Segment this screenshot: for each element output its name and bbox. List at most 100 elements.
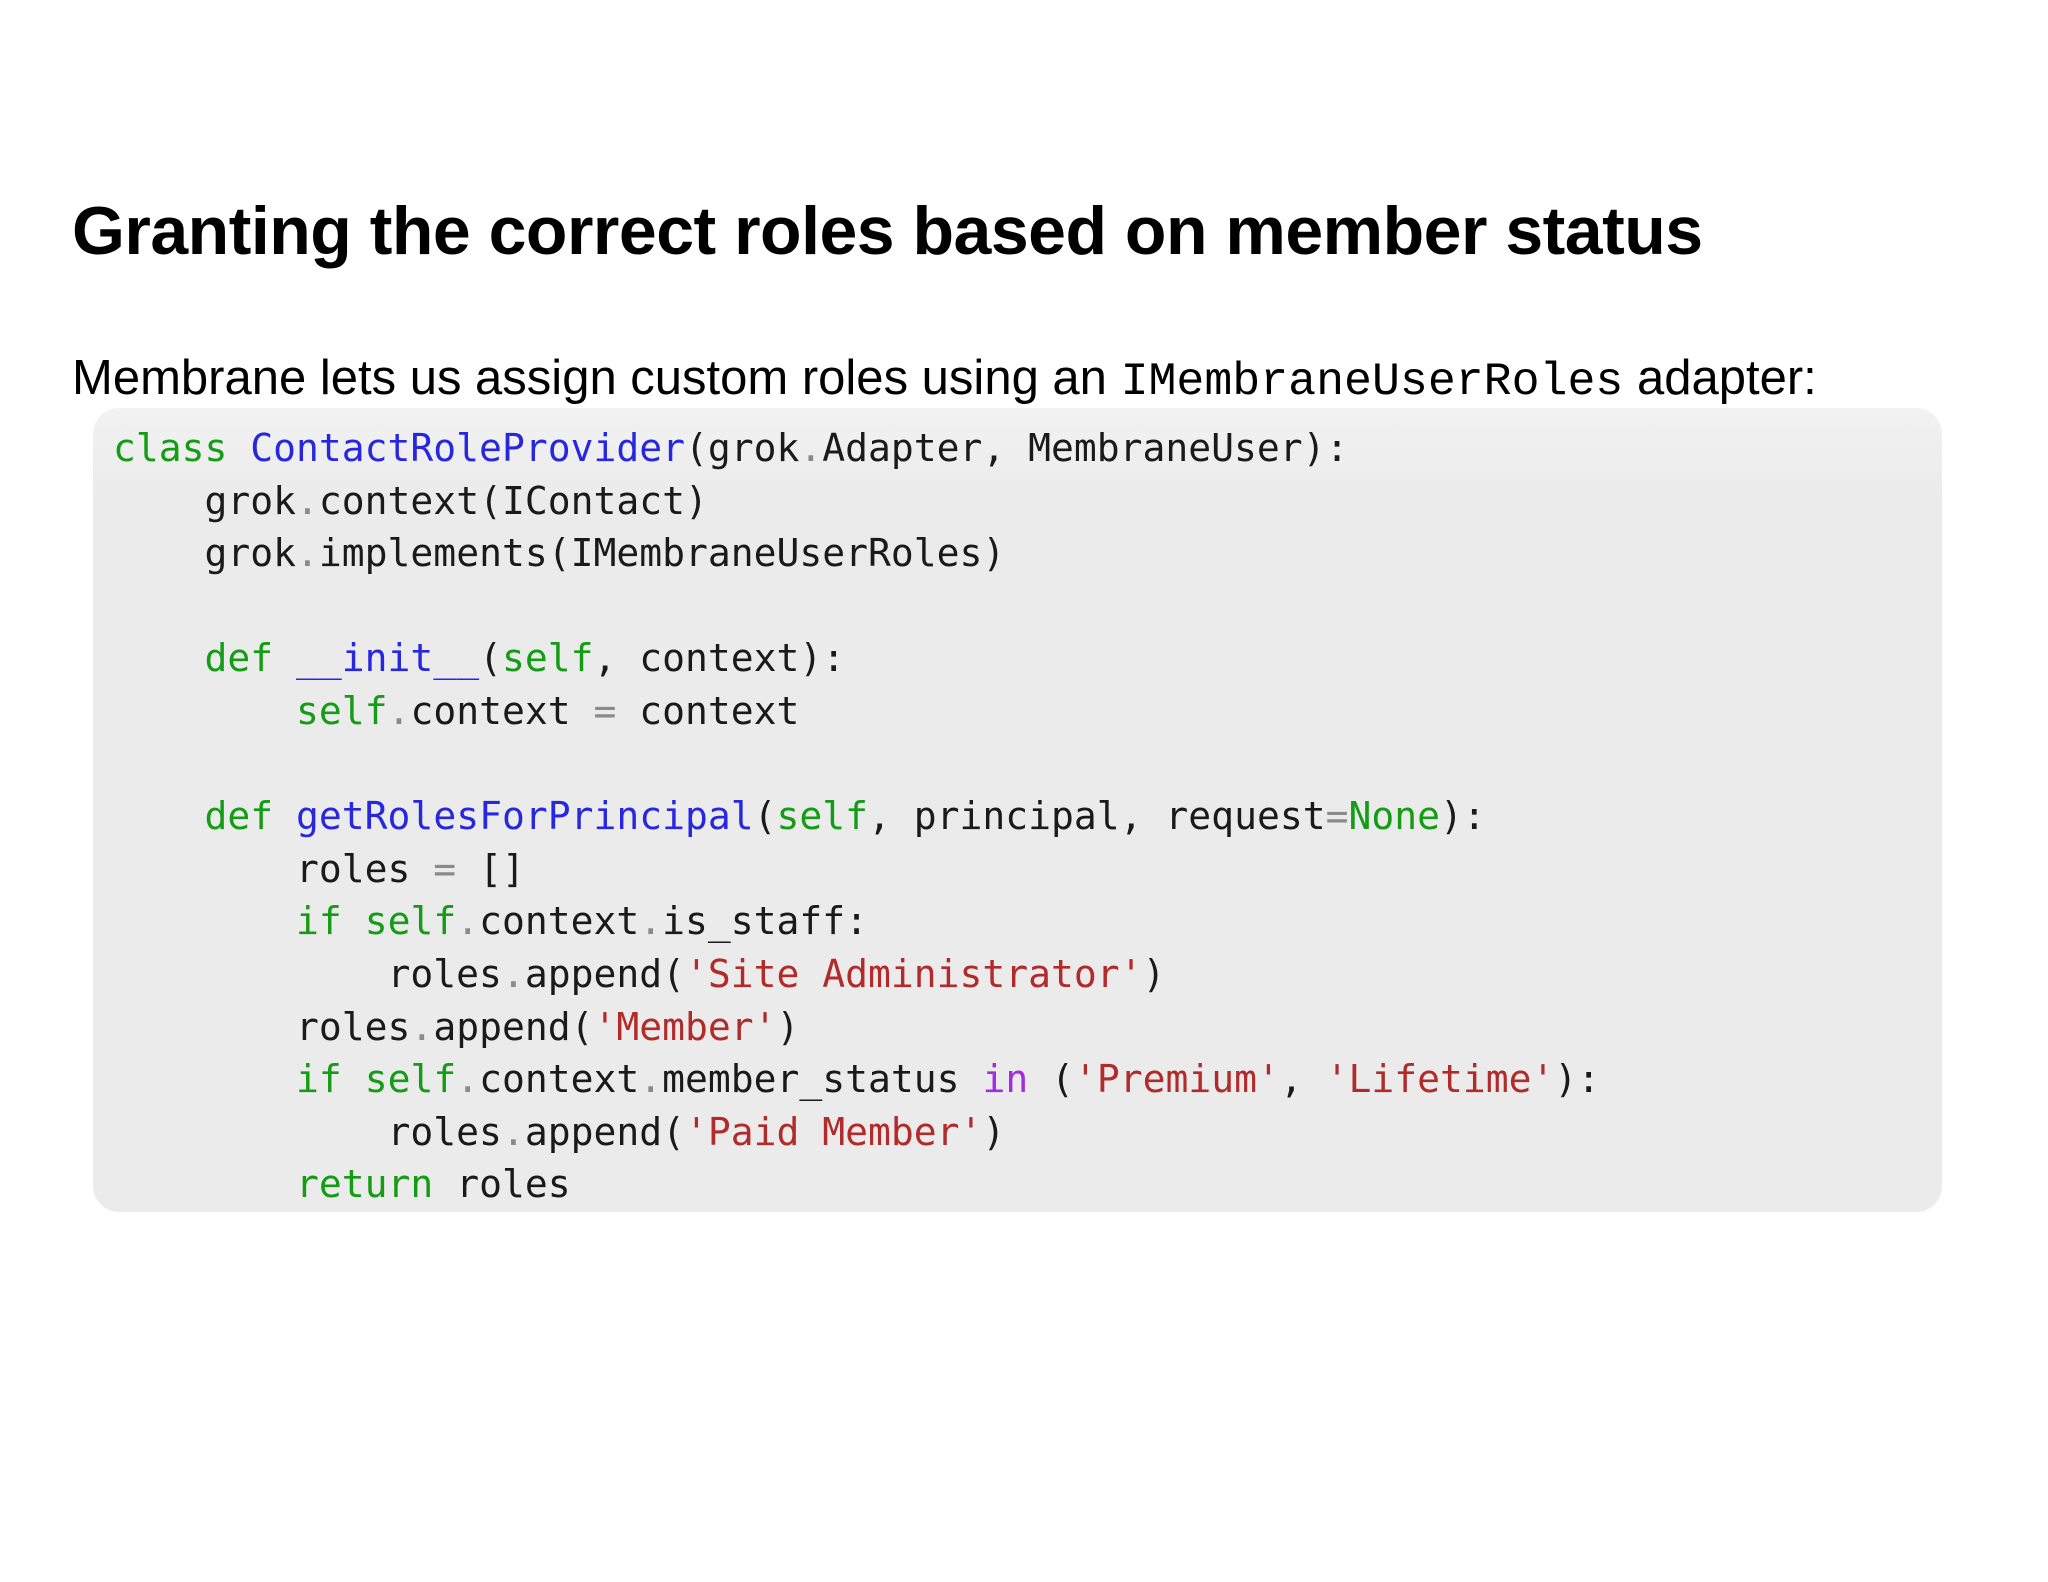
code-token: getRolesForPrincipal	[296, 794, 754, 839]
code-token: =	[433, 846, 457, 891]
code-token: is_staff:	[662, 899, 869, 944]
code-token: .	[501, 1109, 525, 1154]
code-token	[342, 1057, 365, 1101]
code-token	[113, 636, 205, 680]
code-token: .	[501, 951, 525, 996]
code-token: .	[639, 899, 663, 944]
code-token: .	[296, 531, 319, 576]
code-line: roles.append('Paid Member')	[113, 1106, 1922, 1159]
code-token: =	[593, 688, 617, 733]
code-token: def	[204, 636, 274, 681]
code-token: .	[456, 899, 480, 944]
code-token: if	[296, 899, 342, 944]
code-token: 'Site Administrator'	[684, 951, 1143, 996]
code-token: implements(IMembraneUserRoles)	[318, 531, 1006, 576]
code-token: append(	[433, 1004, 594, 1049]
code-token: context(IContact)	[318, 478, 708, 523]
code-token: in	[982, 1057, 1029, 1102]
code-token: ,	[1279, 1057, 1326, 1102]
code-line: if self.context.member_status in ('Premi…	[113, 1053, 1922, 1106]
code-line: self.context = context	[113, 685, 1922, 738]
code-token: 'Member'	[593, 1004, 777, 1049]
code-token: Adapter, MembraneUser):	[822, 426, 1349, 470]
code-token: )	[982, 1109, 1006, 1154]
code-token	[113, 899, 296, 943]
code-token: def	[204, 794, 274, 839]
code-token: grok	[113, 478, 297, 523]
code-token: self	[364, 1057, 457, 1102]
code-line: roles = []	[113, 843, 1922, 896]
code-token: context	[479, 1057, 640, 1102]
code-token: 'Paid Member'	[684, 1109, 983, 1154]
code-token: (	[479, 636, 502, 681]
code-token: 'Lifetime'	[1325, 1057, 1555, 1102]
code-token: .	[639, 1057, 663, 1102]
code-token: context	[479, 899, 640, 944]
code-token: , principal, request	[868, 794, 1326, 839]
code-token: self	[364, 899, 457, 944]
code-token: (grok	[684, 426, 800, 470]
code-token	[342, 899, 365, 943]
code-token: __init__	[296, 636, 480, 681]
code-token	[273, 636, 296, 680]
code-line: class ContactRoleProvider(grok.Adapter, …	[113, 422, 1922, 475]
code-token: self	[296, 688, 388, 733]
code-token	[227, 426, 250, 470]
code-token: .	[410, 1004, 434, 1049]
intro-text-after: adapter:	[1623, 351, 1817, 405]
code-line: def __init__(self, context):	[113, 632, 1922, 685]
code-token: (	[1028, 1057, 1074, 1102]
code-token: self	[501, 636, 594, 681]
code-token	[113, 794, 205, 838]
code-token: roles	[113, 846, 434, 891]
code-token: roles	[113, 951, 502, 996]
code-token: grok	[113, 531, 297, 576]
code-token: self	[776, 794, 869, 839]
code-token: context	[410, 688, 594, 733]
code-token: .	[456, 1057, 480, 1102]
code-line: return roles	[113, 1158, 1922, 1211]
code-line	[113, 738, 1922, 791]
code-token	[113, 1057, 296, 1101]
code-lines: class ContactRoleProvider(grok.Adapter, …	[113, 422, 1922, 1211]
code-token	[273, 794, 296, 838]
code-line	[113, 580, 1922, 633]
code-token: .	[387, 688, 411, 733]
code-block: class ContactRoleProvider(grok.Adapter, …	[93, 408, 1942, 1212]
code-token: None	[1348, 794, 1440, 839]
code-token: roles	[113, 1109, 502, 1154]
code-line: roles.append('Site Administrator')	[113, 948, 1922, 1001]
code-token: ):	[1439, 794, 1486, 839]
code-token: (	[753, 794, 777, 839]
code-line: def getRolesForPrincipal(self, principal…	[113, 790, 1922, 843]
code-token: =	[1325, 794, 1349, 839]
code-token: append(	[524, 1109, 685, 1154]
code-token: )	[1142, 951, 1166, 996]
code-token: ):	[1554, 1057, 1601, 1102]
intro-paragraph: Membrane lets us assign custom roles usi…	[72, 347, 1972, 413]
code-token	[113, 1162, 296, 1206]
code-token: roles	[113, 1004, 411, 1049]
code-token: return	[296, 1162, 434, 1207]
code-token: , context):	[593, 636, 846, 681]
code-token: .	[799, 426, 823, 470]
code-token: member_status	[662, 1057, 983, 1102]
code-line: if self.context.is_staff:	[113, 895, 1922, 948]
code-token: context	[616, 688, 800, 733]
code-token: 'Premium'	[1073, 1057, 1280, 1102]
code-token: if	[296, 1057, 342, 1102]
code-line: grok.implements(IMembraneUserRoles)	[113, 527, 1922, 580]
code-token	[113, 689, 296, 733]
code-token: class	[113, 426, 228, 470]
code-line: grok.context(IContact)	[113, 475, 1922, 528]
intro-text-before: Membrane lets us assign custom roles usi…	[72, 351, 1121, 405]
code-token: )	[776, 1004, 800, 1049]
code-token: append(	[524, 951, 685, 996]
page-title: Granting the correct roles based on memb…	[72, 192, 1703, 269]
code-token: []	[456, 846, 525, 891]
code-token: ContactRoleProvider	[250, 426, 685, 470]
code-token: .	[296, 478, 319, 523]
code-line: roles.append('Member')	[113, 1001, 1922, 1054]
code-token: roles	[433, 1162, 571, 1207]
